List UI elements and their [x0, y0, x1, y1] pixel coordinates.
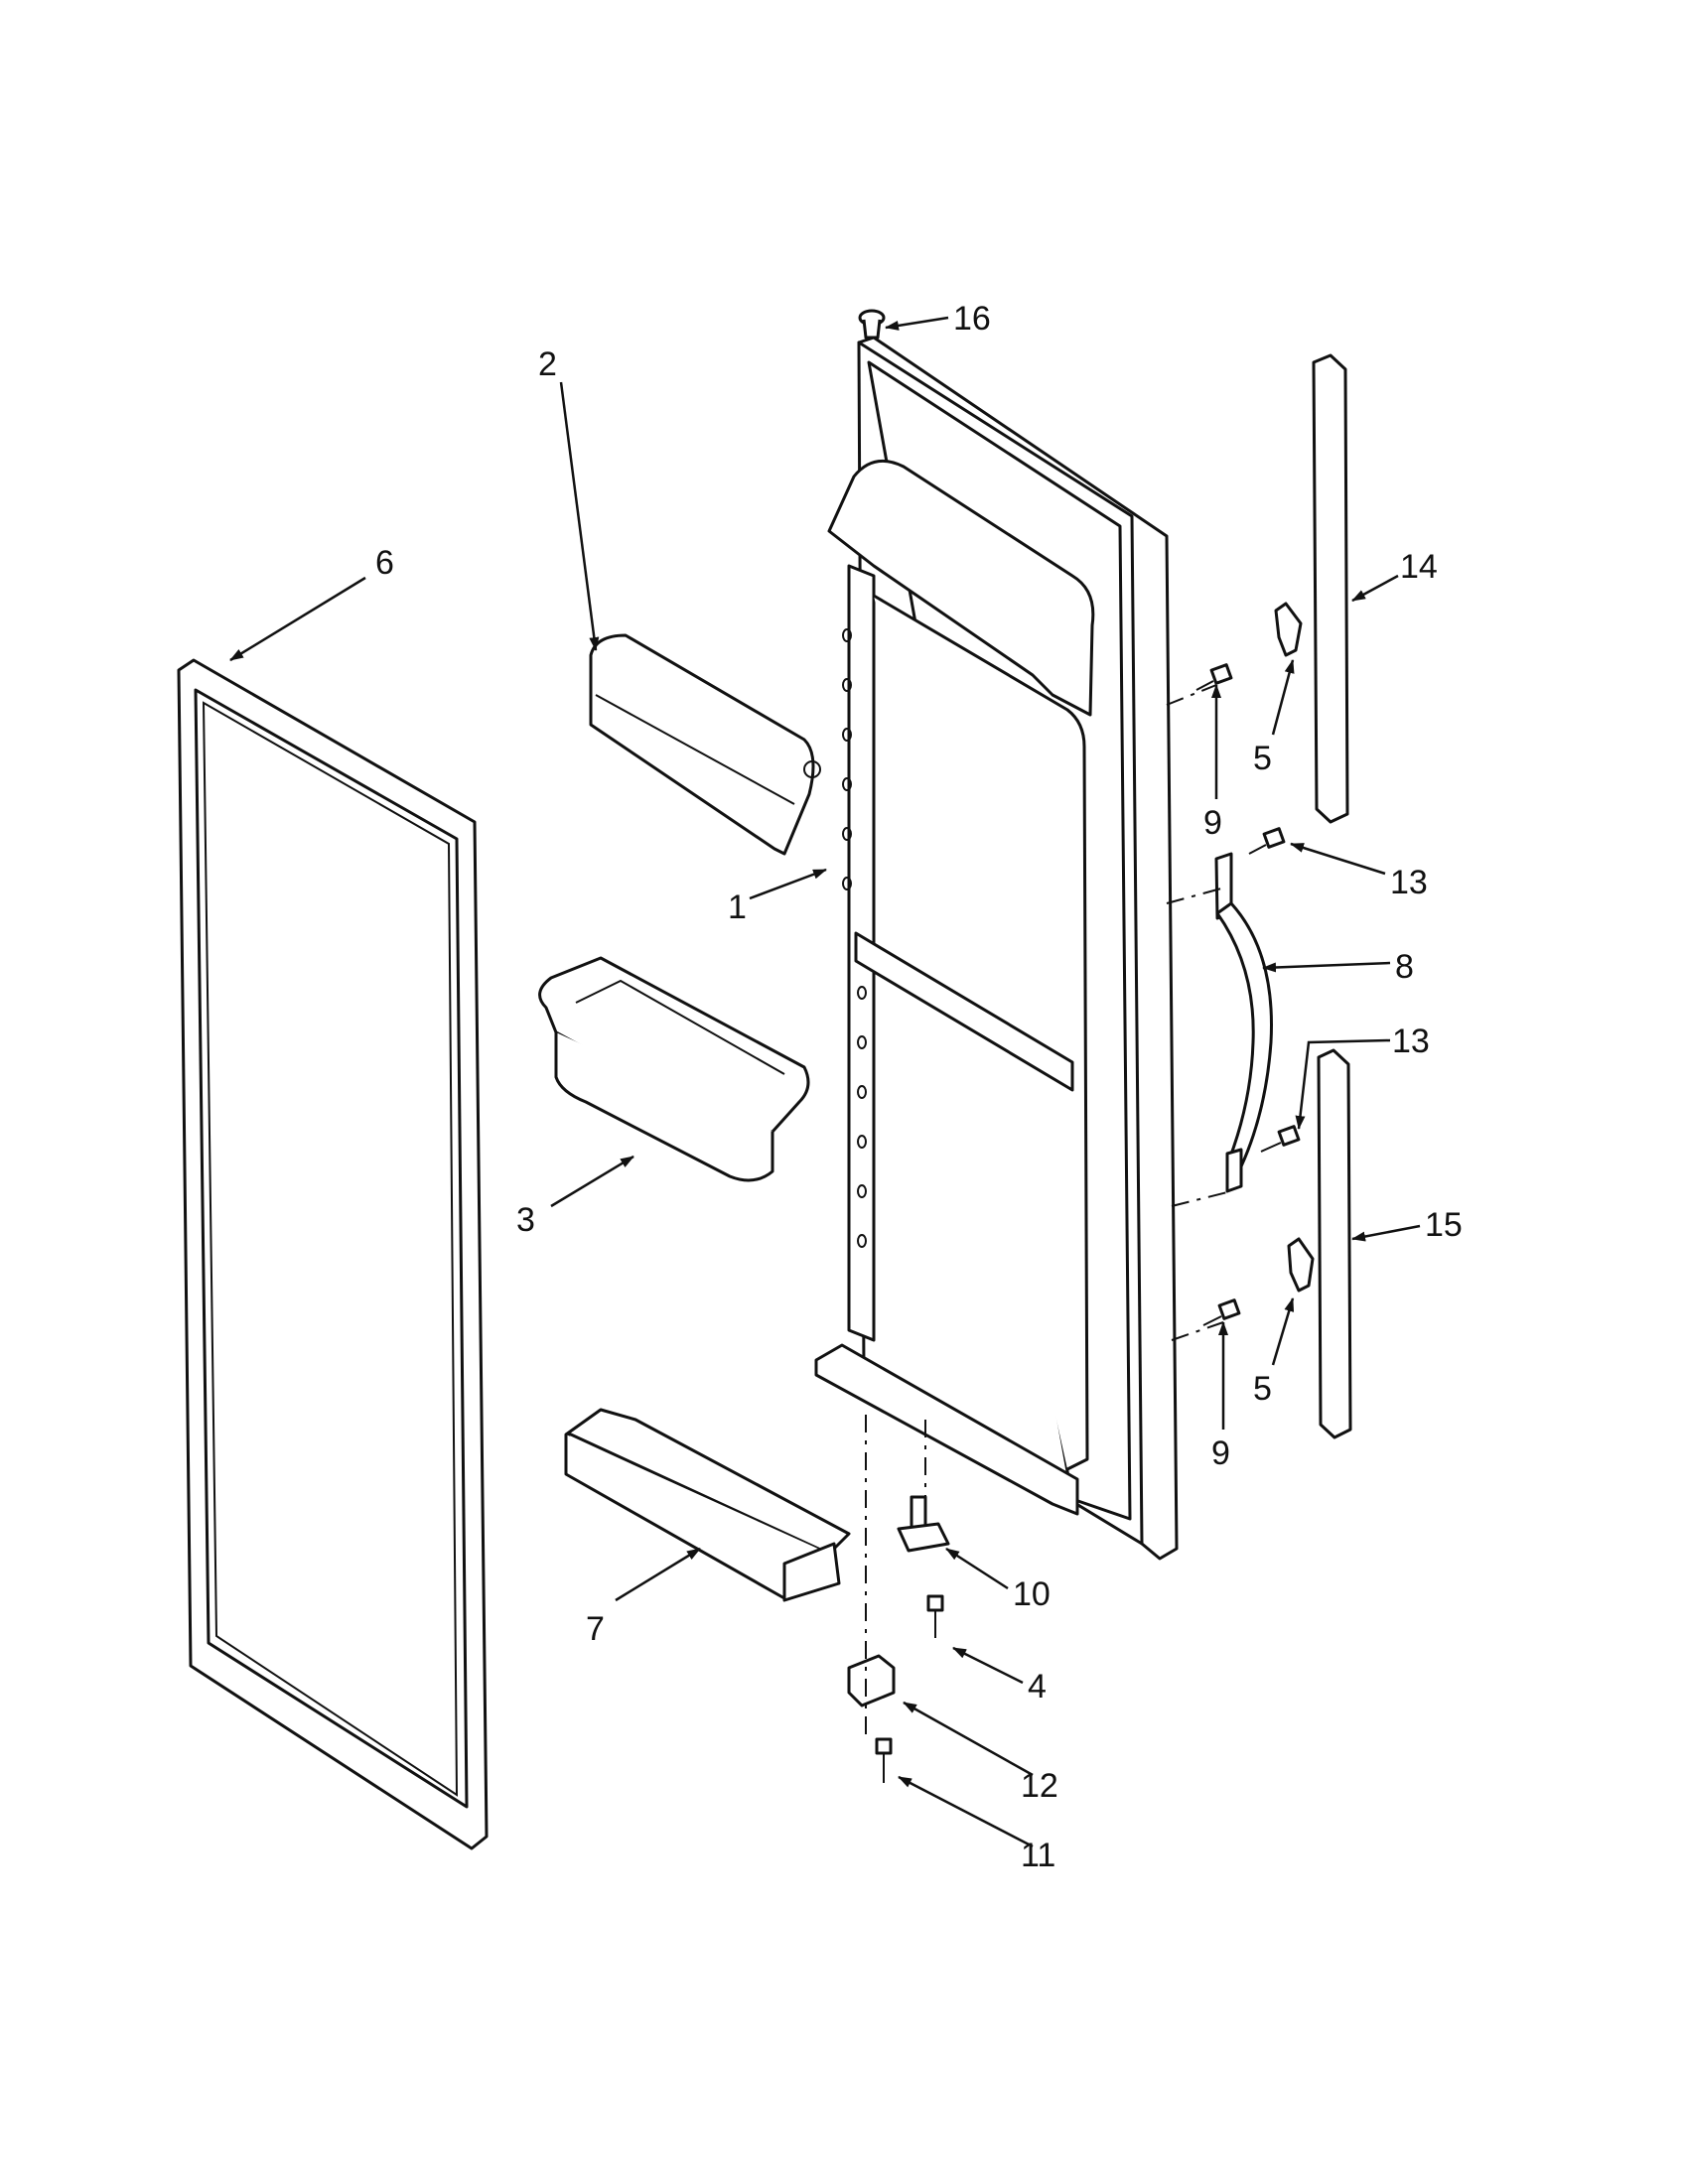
- screw-bottom: [1202, 1298, 1241, 1326]
- callout-9b: 9: [1211, 1434, 1230, 1472]
- leader-arrows: [229, 316, 1421, 1848]
- handle-screw-top: [1248, 827, 1286, 855]
- callout-10: 10: [1013, 1575, 1051, 1613]
- alignment-lines: [865, 684, 1232, 1737]
- door-handle: [1214, 852, 1273, 1193]
- handle-screw-bottom: [1260, 1125, 1301, 1153]
- screw-top: [1195, 663, 1233, 691]
- callout-5b: 5: [1253, 1370, 1272, 1408]
- hinge-pin: [897, 1495, 950, 1553]
- hinge-screw: [926, 1594, 944, 1638]
- callout-12: 12: [1021, 1767, 1058, 1805]
- door-bin: [538, 956, 810, 1182]
- callout-11: 11: [1021, 1837, 1055, 1874]
- door-plug: [858, 309, 886, 340]
- callout-3: 3: [516, 1201, 535, 1239]
- trim-strip-top: [1312, 353, 1349, 824]
- callout-labels: 16 2 6 1 3 7 14 5 9 13 8 13 15 5 9 10 4 …: [375, 300, 1463, 1874]
- callout-5a: 5: [1253, 740, 1272, 777]
- callout-2: 2: [538, 345, 557, 383]
- bracket-screw: [875, 1737, 893, 1783]
- hinge-bracket: [847, 1654, 896, 1707]
- shelf-adjustment-holes: [842, 628, 867, 1248]
- trim-strip-bottom: [1317, 1048, 1352, 1439]
- callout-9a: 9: [1203, 804, 1222, 842]
- callout-13b: 13: [1392, 1023, 1430, 1060]
- callout-8: 8: [1395, 948, 1414, 986]
- dairy-door: [589, 633, 821, 856]
- callout-6: 6: [375, 544, 394, 582]
- door-gasket: [177, 658, 489, 1850]
- callout-15: 15: [1425, 1206, 1463, 1244]
- refrigerator-door: [814, 336, 1179, 1561]
- callout-13a: 13: [1390, 864, 1428, 901]
- trim-clip-top: [1274, 602, 1303, 657]
- callout-16: 16: [953, 300, 991, 338]
- trim-clip-bottom: [1287, 1237, 1315, 1293]
- lower-bin: [564, 1408, 851, 1602]
- callout-7: 7: [586, 1610, 605, 1648]
- callout-14: 14: [1400, 548, 1438, 586]
- callout-1: 1: [728, 888, 747, 926]
- callout-4: 4: [1028, 1668, 1047, 1706]
